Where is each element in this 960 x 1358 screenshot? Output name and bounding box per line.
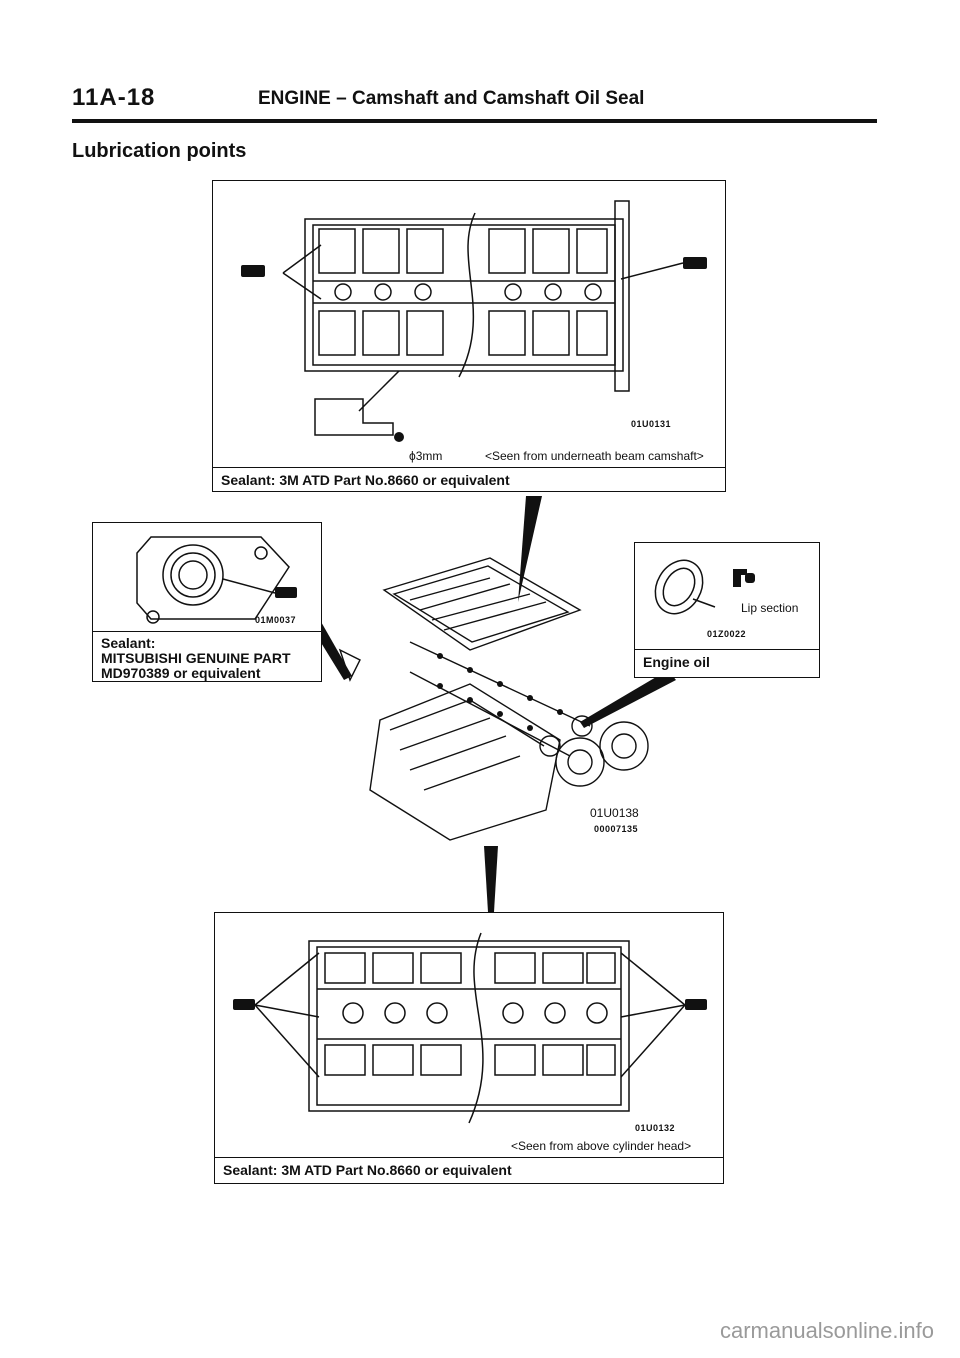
left-caption-line-3: MD970389 or equivalent bbox=[101, 665, 261, 681]
top-figure-caption: Sealant: 3M ATD Part No.8660 or equivale… bbox=[213, 467, 725, 491]
section-title: Lubrication points bbox=[72, 140, 247, 162]
header-title: ENGINE – Camshaft and Camshaft Oil Seal bbox=[258, 88, 645, 109]
left-figure-box: 01M0037 Sealant: MITSUBISHI GENUINE PART… bbox=[92, 522, 322, 682]
center-figure-code: 01U0138 bbox=[590, 806, 639, 820]
oil-seal-housing-drawing bbox=[136, 536, 297, 624]
diameter-label: ϕ3mm bbox=[409, 449, 443, 463]
lip-section-label: Lip section bbox=[741, 601, 799, 615]
bottom-figure-box: 01U0132 <Seen from above cylinder head> … bbox=[214, 912, 724, 1184]
cylinder-head-top-view-drawing bbox=[233, 932, 707, 1124]
lip-seal-drawing bbox=[654, 559, 755, 615]
left-figure-code: 01M0037 bbox=[255, 615, 297, 625]
header-rule bbox=[72, 119, 877, 123]
top-view-note: <Seen from underneath beam camshaft> bbox=[485, 449, 704, 463]
right-figure-box: Lip section 01Z0022 Engine oil bbox=[634, 542, 820, 678]
center-figure-code-2: 00007135 bbox=[594, 824, 639, 834]
left-figure-caption: Sealant: MITSUBISHI GENUINE PART MD97038… bbox=[93, 631, 321, 681]
right-figure-caption: Engine oil bbox=[635, 649, 819, 677]
top-figure-code: 01U0131 bbox=[631, 419, 672, 429]
right-figure-code: 01Z0022 bbox=[707, 629, 747, 639]
page-number: 11A-18 bbox=[72, 84, 156, 111]
bottom-view-note: <Seen from above cylinder head> bbox=[511, 1139, 692, 1153]
watermark: carmanualsonline.info bbox=[719, 1318, 934, 1343]
top-figure-box: 01U0131 ϕ3mm <Seen from underneath beam … bbox=[212, 180, 726, 492]
left-caption-line-1: Sealant: bbox=[101, 635, 156, 651]
bottom-figure-code: 01U0132 bbox=[635, 1123, 676, 1133]
left-caption-line-2: MITSUBISHI GENUINE PART bbox=[101, 650, 291, 666]
bottom-figure-caption: Sealant: 3M ATD Part No.8660 or equivale… bbox=[215, 1157, 723, 1183]
beam-camshaft-underside-drawing bbox=[241, 200, 707, 442]
camshaft-exploded-view-drawing bbox=[338, 557, 649, 841]
